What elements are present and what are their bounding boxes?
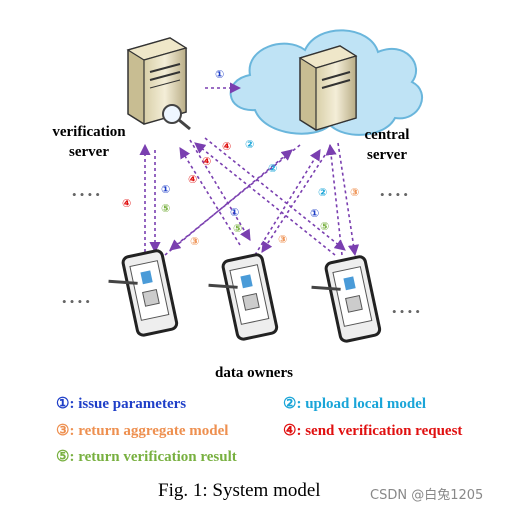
ellipsis-right-bottom: • • • •: [392, 304, 420, 319]
central-server-icon: [298, 45, 358, 131]
mark-3-c: ③: [278, 233, 287, 246]
mark-1-top: ①: [215, 68, 224, 81]
mark-5-c: ⑤: [320, 220, 329, 233]
watermark: CSDN @白兔1205: [370, 488, 484, 503]
mark-2-c: ②: [318, 186, 327, 199]
data-owner-device-2: [208, 253, 279, 341]
verification-server-icon: [126, 37, 191, 131]
mark-5-a: ⑤: [161, 202, 170, 215]
ellipsis-left-bottom: • • • •: [62, 294, 90, 309]
arrow-vs-to-do2: [189, 139, 251, 241]
legend-item-1: ①: issue parameters: [56, 394, 186, 413]
arrow-do3-to-cs: [325, 143, 343, 256]
mark-3-b: ③: [350, 186, 359, 199]
mark-1-c: ①: [310, 207, 319, 220]
arrow-cs-to-do1: [169, 144, 301, 251]
legend-item-2: ②: upload local model: [283, 394, 426, 413]
legend-mark-1: ①: [56, 396, 70, 412]
legend-item-3: ③: return aggregate model: [56, 421, 228, 440]
figure-caption: Fig. 1: System model: [158, 480, 321, 501]
mark-2-b: ②: [268, 162, 277, 175]
legend-text-4: : send verification request: [296, 423, 463, 439]
legend-item-4: ④: send verification request: [283, 421, 462, 440]
mark-3-a: ③: [190, 235, 199, 248]
legend-mark-5: ⑤: [56, 449, 70, 465]
ellipsis-left-top: • • • •: [72, 187, 100, 202]
mark-1-b: ①: [230, 206, 239, 219]
legend-mark-3: ③: [56, 423, 70, 439]
arrow-do2-to-vs: [179, 147, 241, 246]
arrow-cs-to-do3: [337, 142, 360, 257]
mark-5-b: ⑤: [233, 222, 242, 235]
mark-1-a: ①: [161, 183, 170, 196]
verification-server-label-line2: server: [69, 144, 109, 160]
data-owner-device-1: [108, 249, 179, 337]
legend-mark-2: ②: [283, 396, 297, 412]
data-owners-label: data owners: [215, 365, 293, 381]
legend-text-5: : return verification result: [69, 449, 237, 465]
mark-2-a: ②: [245, 138, 254, 151]
central-server-label-line2: server: [367, 147, 407, 163]
central-server-label-line1: central: [365, 127, 410, 143]
data-owner-device-3: [311, 255, 382, 343]
ellipsis-right-top: • • • •: [380, 187, 408, 202]
mark-4-d: ④: [122, 197, 131, 210]
legend-text-3: : return aggregate model: [69, 423, 229, 439]
legend-mark-4: ④: [283, 423, 297, 439]
verification-server-label-line1: verification: [52, 124, 126, 140]
arrow-cs-to-do2: [261, 154, 326, 253]
legend-text-1: : issue parameters: [69, 396, 187, 412]
arrow-marks: ① ② ④ ④ ④ ④ ① ⑤ ② ① ⑤ ③ ② ③ ① ⑤ ③: [122, 68, 359, 248]
mark-4-a: ④: [222, 140, 231, 153]
legend-item-5: ⑤: return verification result: [56, 447, 237, 466]
mark-4-c: ④: [188, 173, 197, 186]
flow-arrows: [139, 82, 360, 257]
mark-4-b: ④: [202, 155, 211, 168]
legend-text-2: : upload local model: [296, 396, 427, 412]
arrow-do2-to-cs: [254, 149, 321, 256]
